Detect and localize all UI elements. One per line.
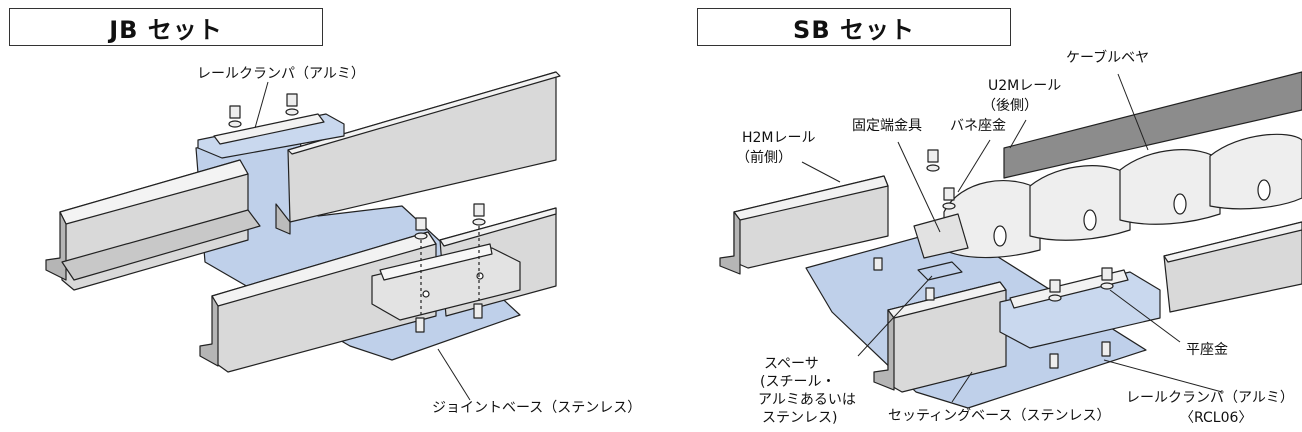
sb-front-rail — [873, 281, 1007, 393]
sb-spacer-label: スペーサ — [764, 356, 819, 372]
sb-h2m-rail — [719, 175, 889, 275]
jb-joint-base-label: ジョイントベース（ステンレス） — [432, 400, 641, 416]
sb-cable-veyor — [943, 133, 1302, 259]
sb-u2m-rail — [1003, 71, 1302, 179]
jb-rail-clamp-leader — [254, 81, 269, 129]
jb-back-rail — [275, 71, 561, 235]
sb-bolts — [873, 149, 1114, 369]
jb-top-clamp — [197, 113, 345, 159]
sb-cable-veyor-label: ケーブルベヤ — [1066, 49, 1149, 66]
sb-rail-clamp-label: レールクランパ（アルミ） — [1126, 390, 1294, 406]
sb-setting-base-label: セッティングベース（ステンレス） — [888, 408, 1110, 424]
jb-set-title: JB セット — [9, 8, 323, 46]
sb-spacer — [917, 261, 963, 281]
sb-fixed-bracket — [913, 213, 969, 259]
sb-spacer-material-3: ステンレス) — [762, 410, 837, 426]
sb-fixed-bracket-label: 固定端金具 — [852, 118, 922, 134]
sb-rail-clamp — [999, 269, 1161, 349]
sb-right-rail — [1163, 221, 1302, 313]
sb-spacer-material-1: (スチール・ — [760, 374, 835, 390]
sb-spacer-material-2: アルミあるいは — [758, 392, 856, 408]
jb-joint-base-leader — [437, 348, 471, 401]
jb-rail-clamp-label: レールクランパ（アルミ） — [197, 66, 365, 82]
sb-assembly — [719, 71, 1302, 409]
jb-assembly — [45, 71, 561, 373]
sb-leader-lines — [801, 73, 1223, 403]
jb-front-clamp — [371, 243, 521, 321]
sb-set-title: SB セット — [697, 8, 1011, 46]
sb-u2m-rail-label: U2Mレール — [988, 78, 1061, 94]
sb-h2m-front-label: （前側） — [736, 149, 792, 166]
jb-front-rail — [199, 231, 437, 373]
jb-bolts — [228, 93, 486, 333]
sb-rail-clamp-code: 〈RCL06〉 — [1180, 410, 1252, 426]
sb-flat-washer-label: 平座金 — [1186, 342, 1228, 358]
sb-h2m-rail-label: H2Mレール — [742, 130, 816, 146]
sb-u2m-rear-label: （後側） — [982, 98, 1038, 114]
sb-spring-washer-label: バネ座金 — [950, 118, 1006, 134]
jb-left-rail — [45, 159, 261, 291]
